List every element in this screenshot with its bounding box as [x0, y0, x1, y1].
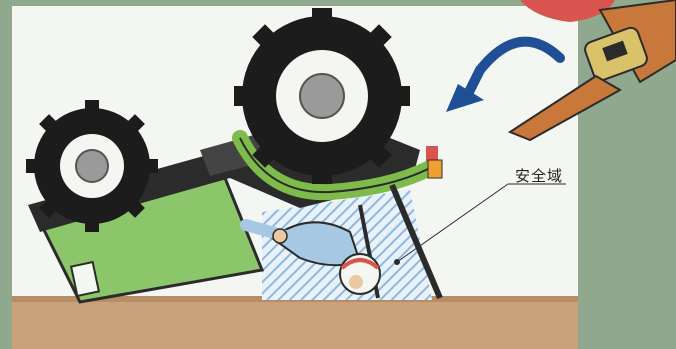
- safety-zone-label: 安全域: [515, 165, 563, 186]
- driver-hand: [273, 229, 287, 243]
- warning-light-amber: [428, 160, 442, 178]
- helmet-icon: [340, 254, 380, 294]
- ground: [12, 296, 578, 349]
- rear-wheel: [234, 8, 410, 184]
- front-wheel: [26, 100, 158, 232]
- tractor-light: [71, 262, 99, 296]
